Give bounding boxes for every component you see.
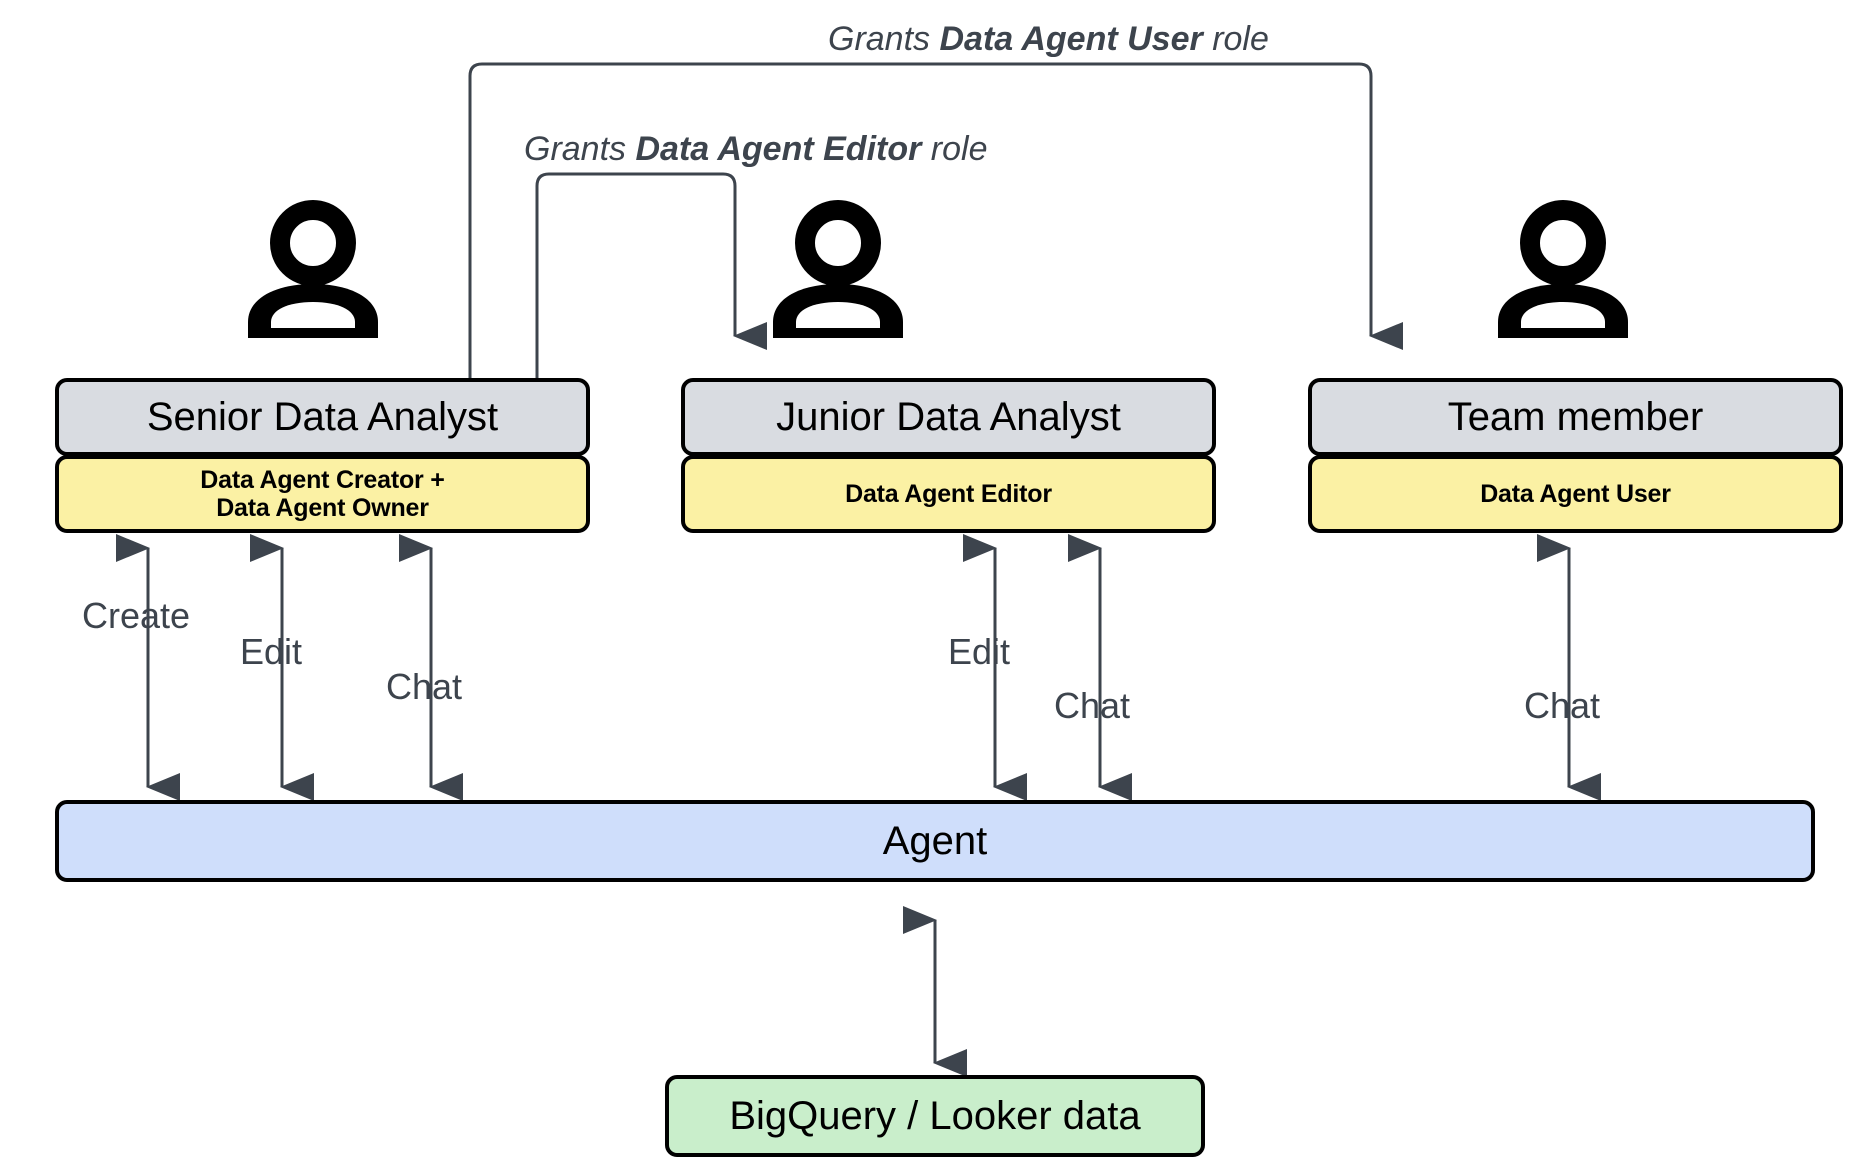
grant-suffix: role	[921, 130, 988, 168]
connector-grant-data-agent-user	[468, 62, 1403, 378]
role-badge-label: Data Agent Creator + Data Agent Owner	[200, 466, 445, 522]
datasource-label: BigQuery / Looker data	[729, 1093, 1141, 1138]
connector-grant-data-agent-editor	[535, 172, 767, 378]
grant-role: Data Agent Editor	[635, 130, 922, 168]
agent-label: Agent	[882, 818, 988, 863]
datasource-box[interactable]: BigQuery / Looker data	[665, 1075, 1205, 1157]
role-title-label: Team member	[1447, 394, 1704, 439]
edge-label-senior-edit: Edit	[240, 631, 303, 672]
role-title-label: Senior Data Analyst	[146, 394, 499, 439]
role-badge-label: Data Agent User	[1480, 480, 1671, 508]
grant-prefix: Grants	[828, 20, 940, 58]
grant-role: Data Agent User	[939, 20, 1203, 58]
role-badge-label: Data Agent Editor	[845, 480, 1052, 508]
person-icon	[773, 200, 903, 338]
grant-label-data-agent-user: Grants Data Agent User role	[828, 22, 1269, 56]
edge-label-senior-create: Create	[82, 595, 191, 636]
grant-prefix: Grants	[524, 130, 636, 168]
person-icon	[1498, 200, 1628, 338]
role-badge-line-1: Data Agent Creator +	[200, 466, 445, 494]
grant-suffix: role	[1202, 20, 1269, 58]
edge-label-junior-edit: Edit	[948, 631, 1011, 672]
role-title-team-member[interactable]: Team member	[1308, 378, 1843, 456]
role-badge-team-member[interactable]: Data Agent User	[1308, 455, 1843, 533]
role-title-junior-data-analyst[interactable]: Junior Data Analyst	[681, 378, 1216, 456]
edge-label-senior-chat: Chat	[386, 666, 463, 707]
edge-label-team-chat: Chat	[1524, 685, 1601, 726]
agent-bar[interactable]: Agent	[55, 800, 1815, 882]
role-title-label: Junior Data Analyst	[776, 394, 1121, 439]
grant-label-data-agent-editor: Grants Data Agent Editor role	[524, 132, 988, 166]
role-badge-line-2: Data Agent Owner	[216, 494, 429, 522]
role-title-senior-data-analyst[interactable]: Senior Data Analyst	[55, 378, 590, 456]
role-badge-junior-data-analyst[interactable]: Data Agent Editor	[681, 455, 1216, 533]
edge-label-junior-chat: Chat	[1054, 685, 1131, 726]
person-icon	[248, 200, 378, 338]
role-badge-senior-data-analyst[interactable]: Data Agent Creator + Data Agent Owner	[55, 455, 590, 533]
